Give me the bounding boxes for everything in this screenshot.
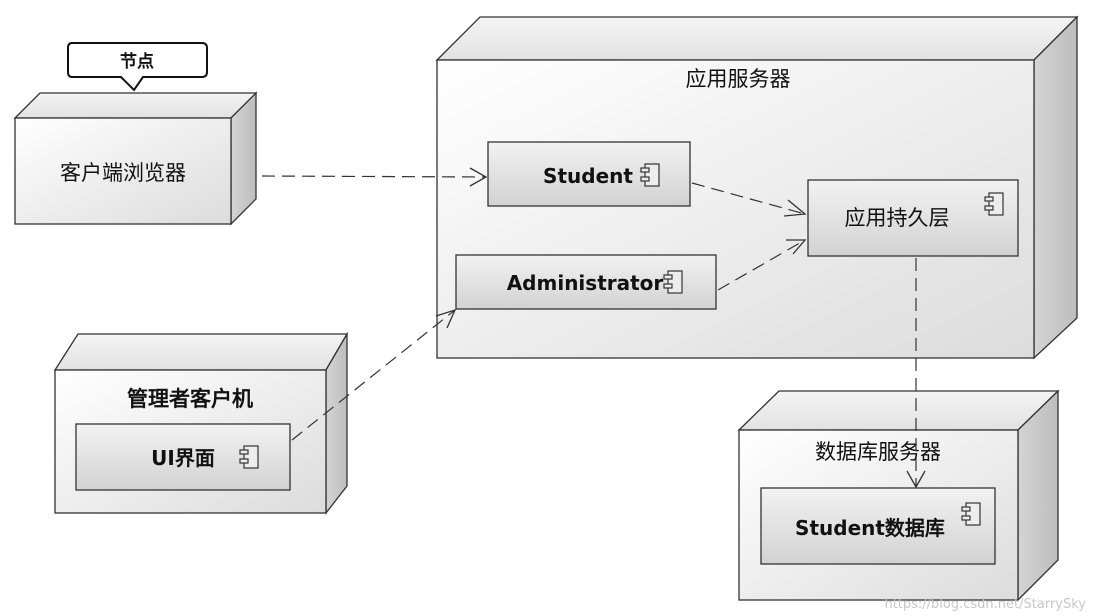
node-label: 数据库服务器 — [815, 440, 941, 464]
arrowhead — [783, 199, 807, 217]
component-label: UI界面 — [151, 446, 215, 470]
arrowhead — [786, 239, 807, 255]
watermark-text: https://blog.csdn.net/StarrySky — [884, 597, 1086, 612]
node-label: 客户端浏览器 — [60, 161, 186, 185]
node-client-browser: 客户端浏览器 — [13, 91, 258, 226]
dependency-browser-to-student — [261, 175, 487, 178]
dependency-ui-to-administrator — [291, 309, 456, 441]
component-persistence-layer: 应用持久层 — [807, 179, 1019, 257]
component-label: Student数据库 — [795, 516, 945, 540]
node-label: 管理者客户机 — [127, 387, 253, 411]
component-student: Student — [487, 141, 691, 207]
component-administrator: Administrator — [455, 254, 717, 310]
component-label: Student — [543, 164, 633, 188]
component-icon — [239, 445, 259, 469]
component-icon — [663, 270, 683, 294]
dependency-administrator-to-persistence — [717, 239, 806, 291]
component-student-db: Student数据库 — [760, 487, 996, 565]
component-ui: UI界面 — [75, 423, 291, 491]
component-label: 应用持久层 — [845, 206, 950, 230]
component-icon — [640, 163, 660, 187]
note-label: 节点 — [120, 51, 154, 72]
node-label: 应用服务器 — [686, 67, 791, 91]
component-icon — [961, 502, 981, 526]
component-icon — [984, 192, 1004, 216]
arrowhead — [469, 167, 488, 187]
arrowhead — [435, 308, 457, 329]
component-label: Administrator — [507, 271, 664, 295]
note-callout: 节点 — [67, 42, 208, 92]
arrowhead — [906, 470, 926, 489]
